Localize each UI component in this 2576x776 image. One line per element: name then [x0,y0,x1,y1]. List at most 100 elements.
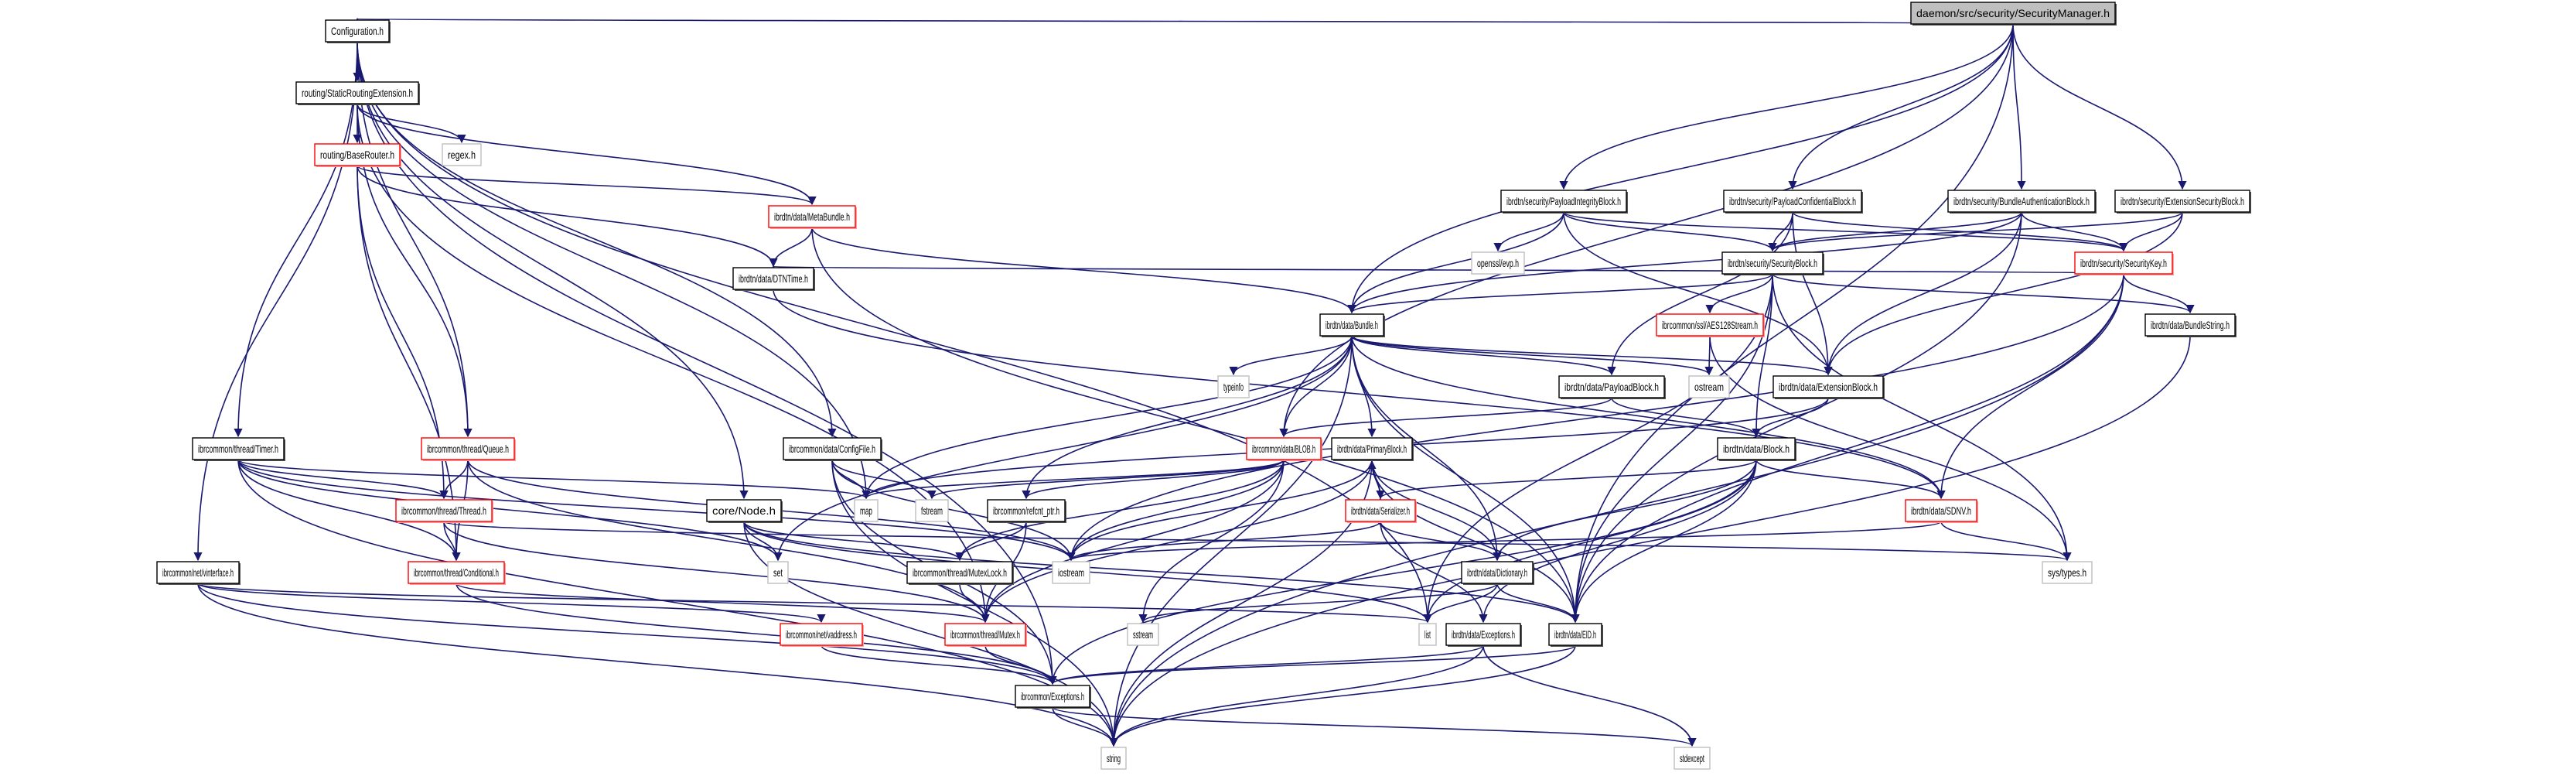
edge-bundle-to-ostream [1351,335,1714,376]
node-label: typeinfo [1223,381,1244,393]
edge-bundle_auth-to-security_block [1768,211,2022,252]
node-label: ibrcommon/ssl/AES128Stream.h [1662,319,1758,331]
node-serializer[interactable]: ibrdtn/data/Serializer.h [1345,499,1417,523]
node-mutex-lock[interactable]: ibrcommon/thread/MutexLock.h [906,561,1014,585]
edge-extension_security-to-extension_block [1824,211,2183,376]
node-config-file[interactable]: ibrcommon/data/ConfigFile.h [783,437,882,461]
node-label: sstream [1133,628,1153,641]
node-primary-block[interactable]: ibrdtn/data/PrimaryBlock.h [1331,437,1414,461]
node-box [732,267,814,290]
node-box [1345,499,1416,522]
node-mutex[interactable]: ibrcommon/thread/Mutex.h [944,623,1027,647]
edge-vinterface-to-vaddress [197,583,826,624]
node-box [156,561,240,584]
node-dtn-time[interactable]: ibrdtn/data/DTNTime.h [732,267,815,291]
node-payload-confidential[interactable]: ibrdtn/security/PayloadConfidentialBlock… [1723,190,1863,214]
node-extension-block[interactable]: ibrdtn/data/ExtensionBlock.h [1772,375,1885,399]
node-list: list [1418,623,1437,646]
node-common-exceptions[interactable]: ibrcommon/Exceptions.h [1015,685,1091,709]
edge-meta_bundle-to-eid [811,227,1580,624]
node-box [854,499,879,522]
node-sys-types: sys/types.h [2042,561,2093,584]
edge-common_exceptions-to-string [1052,706,1118,747]
edge-security_block-to-bundle [1347,273,1773,314]
node-blob[interactable]: ibrcommon/data/BLOB.h [1246,437,1322,461]
node-box [1319,313,1384,337]
node-dictionary[interactable]: ibrdtn/data/Dictionary.h [1461,561,1534,585]
edge-block-to-dictionary [1493,459,1757,562]
node-label: ibrdtn/security/PayloadConfidentialBlock… [1729,195,1856,207]
edge-refcnt_ptr-to-mutex_lock [955,521,1027,562]
node-thread[interactable]: ibrcommon/thread/Thread.h [395,499,493,523]
node-extension-security[interactable]: ibrdtn/security/ExtensionSecurityBlock.h [2114,190,2251,214]
node-box [2114,190,2250,213]
node-label: regex.h [448,149,476,161]
node-refcnt-ptr[interactable]: ibrcommon/refcnt_ptr.h [987,499,1066,523]
edge-queue-to-mutex [467,459,990,624]
edge-timer-to-iostream [237,459,1076,562]
edge-security_manager-to-eid [1571,23,2014,624]
edge-block-to-common_exceptions [1048,459,1757,685]
edge-security_manager-to-configuration [357,18,2014,28]
node-label: ibrcommon/net/vinterface.h [162,566,234,579]
node-timer[interactable]: ibrcommon/thread/Timer.h [192,437,285,461]
node-map: map [854,499,879,522]
node-box [192,437,285,460]
node-conditional[interactable]: ibrcommon/thread/Conditional.h [408,561,506,585]
edge-vaddress-to-common_exceptions [821,644,1057,685]
edge-base_router-to-dtn_time [357,165,778,268]
edges-layer [193,18,2195,747]
node-node[interactable]: core/Node.h [706,499,783,523]
node-base-router[interactable]: routing/BaseRouter.h [314,143,401,167]
edge-extension_security-to-security_block [1768,211,2183,252]
edge-security_key-to-eid [1571,273,2124,624]
node-box [325,19,390,43]
node-label: stdexcept [1680,752,1704,764]
node-meta-bundle[interactable]: ibrdtn/data/MetaBundle.h [768,205,857,229]
node-string: string [1100,747,1127,770]
node-aes128[interactable]: ibrcommon/ssl/AES128Stream.h [1656,313,1765,337]
edge-blob-to-fstream [927,459,1285,500]
node-bundle[interactable]: ibrdtn/data/Bundle.h [1319,313,1385,337]
edge-security_key-to-sdnv [1936,273,2124,500]
node-eid[interactable]: ibrdtn/data/EID.h [1548,623,1603,647]
edge-node-to-eid [743,521,1580,624]
node-security-key[interactable]: ibrdtn/security/SecurityKey.h [2074,251,2174,275]
node-configuration[interactable]: Configuration.h [325,19,391,43]
node-static-routing-ext[interactable]: routing/StaticRoutingExtension.h [295,81,420,105]
edge-bundle_auth-to-bundle [1347,211,2022,314]
node-vinterface[interactable]: ibrcommon/net/vinterface.h [156,561,241,585]
node-box [1500,190,1627,213]
node-queue[interactable]: ibrcommon/thread/Queue.h [421,437,516,461]
node-security-manager[interactable]: daemon/src/security/SecurityManager.h [1910,2,2117,26]
edge-bundle-to-typeinfo [1229,335,1353,376]
edge-meta_bundle-to-dtn_time [769,227,813,268]
node-box [2144,313,2236,337]
edge-payload_integrity-to-security_key [1563,211,2128,252]
node-vaddress[interactable]: ibrcommon/net/vaddress.h [780,623,864,647]
node-payload-integrity[interactable]: ibrdtn/security/PayloadIntegrityBlock.h [1500,190,1628,214]
node-box [408,561,505,584]
node-security-block[interactable]: ibrdtn/security/SecurityBlock.h [1721,251,1824,275]
edge-eid-to-common_exceptions [1048,644,1576,685]
node-label: ibrdtn/data/Exceptions.h [1452,628,1515,641]
edge-configuration-to-config_file [357,41,837,438]
node-box [1331,437,1413,460]
node-label: ibrdtn/security/SecurityKey.h [2080,257,2167,269]
node-box [1772,375,1884,398]
edge-primary_block-to-iostream [1066,459,1373,562]
node-data-exceptions[interactable]: ibrdtn/data/Exceptions.h [1445,623,1522,647]
node-sdnv[interactable]: ibrdtn/data/SDNV.h [1905,499,1978,523]
node-label: ibrcommon/thread/Mutex.h [950,628,1020,641]
edge-vinterface-to-common_exceptions [197,583,1057,685]
node-block[interactable]: ibrdtn/data/Block.h [1717,437,1796,461]
node-bundle-auth[interactable]: ibrdtn/security/BundleAuthenticationBloc… [1947,190,2097,214]
node-label: set [773,566,783,579]
node-bundle-string[interactable]: ibrdtn/data/BundleString.h [2144,313,2237,337]
edge-sdnv-to-sys_types [1940,521,2072,562]
edge-security_key-to-bundle_string [2123,273,2195,314]
node-payload-block[interactable]: ibrdtn/data/PayloadBlock.h [1558,375,1666,399]
edge-sdnv-to-iostream [1066,521,1942,562]
edge-bundle-to-extension_block [1351,335,1833,376]
